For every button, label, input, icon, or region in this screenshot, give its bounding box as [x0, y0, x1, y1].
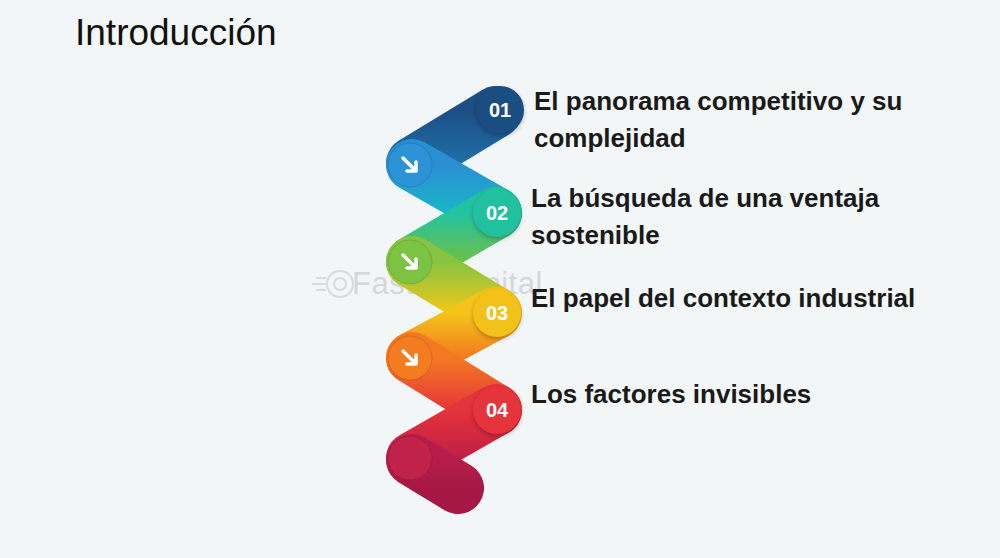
item-text: El papel del contexto industrial — [531, 280, 1000, 317]
callout-number: 01 — [489, 99, 511, 122]
number-circle: 04Los factores invisibles — [473, 386, 521, 434]
callout-number: 04 — [486, 399, 508, 422]
number-circle: 02La búsqueda de una ventaja sostenible — [473, 189, 521, 237]
slide-title: Introducción — [75, 12, 277, 54]
number-circle: 03El papel del contexto industrial — [473, 289, 521, 337]
number-circle: 01El panorama competitivo y su complejid… — [476, 86, 524, 134]
callout-number: 02 — [486, 202, 508, 225]
item-text: La búsqueda de una ventaja sostenible — [531, 180, 926, 254]
item-text: El panorama competitivo y su complejidad — [534, 83, 929, 157]
item-text: Los factores invisibles — [531, 376, 1000, 413]
callout-number: 03 — [486, 302, 508, 325]
